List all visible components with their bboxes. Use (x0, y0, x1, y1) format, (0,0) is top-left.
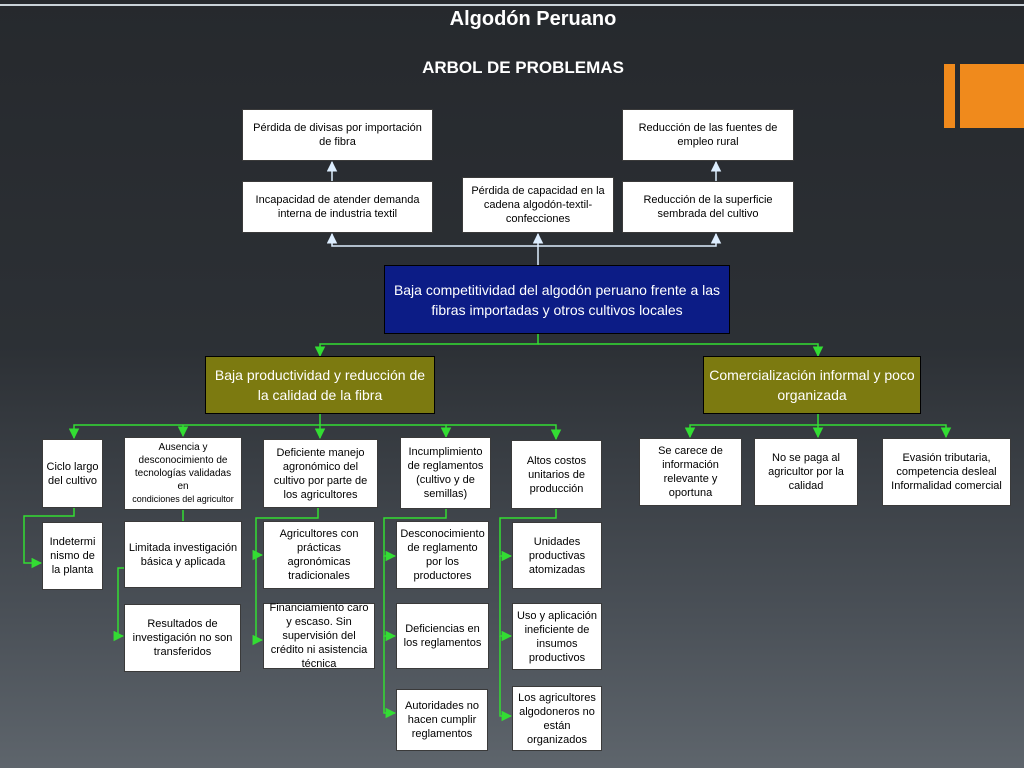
page-title: Algodón Peruano (449, 8, 617, 30)
top-divider-line (0, 4, 1024, 6)
subcause-limitada-investigacion: Limitada investigación básica y aplicada (124, 521, 242, 588)
cause-ausencia-line1: Ausencia y desconocimiento de tecnología… (134, 442, 232, 492)
branch-comercializacion: Comercialización informal y poco organiz… (703, 356, 921, 414)
subcause-indeterminismo: Indetermi nismo de la planta (42, 522, 103, 590)
subcause-practicas-tradicionales: Agricultores con prácticas agronómicas t… (263, 521, 375, 589)
cause-no-se-paga: No se paga al agricultor por la calidad (754, 438, 858, 506)
cause-altos-costos: Altos costos unitarios de producción (511, 440, 602, 509)
cause-ausencia-tecnologias: Ausencia y desconocimiento de tecnología… (124, 437, 242, 510)
connector-incumplimiento-sub2 (383, 556, 397, 642)
connector-core-branches (314, 334, 539, 358)
effect-reduccion-superficie: Reducción de la superficie sembrada del … (622, 181, 794, 233)
subcause-resultados-investigacion: Resultados de investigación no son trans… (124, 604, 241, 672)
connector-ciclo-sub (23, 508, 75, 569)
cause-ciclo-largo: Ciclo largo del cultivo (42, 439, 103, 508)
cause-ausencia-line2: condiciones del agricultor (132, 494, 234, 504)
connector-costos-sub (499, 509, 557, 562)
connector-evasion (818, 424, 952, 439)
accent-square (960, 64, 1024, 128)
arrow-core-to-superficie (538, 232, 722, 247)
effect-perdida-divisas: Pérdida de divisas por importación de fi… (242, 109, 433, 161)
connector-manejo-sub (252, 508, 319, 561)
subcause-unidades-atomizadas: Unidades productivas atomizadas (512, 522, 602, 589)
effect-incapacidad-demanda: Incapacidad de atender demanda interna d… (242, 181, 433, 233)
connector-incumplimiento-sub3 (383, 636, 397, 719)
subcause-autoridades: Autoridades no hacen cumplir reglamentos (396, 689, 488, 751)
connector-incumplimiento (320, 424, 452, 439)
connector-costos-sub2 (499, 556, 513, 642)
diagram-subtitle: ARBOL DE PROBLEMAS (422, 58, 624, 77)
connector-productividad-causes (68, 414, 321, 440)
subcause-desconocimiento-reglamento: Desconocimiento de reglamento por los pr… (396, 521, 489, 589)
arrow-core-to-effects (326, 232, 539, 265)
connector-costos (446, 424, 562, 441)
subcause-uso-insumos: Uso y aplicación ineficiente de insumos … (512, 603, 602, 670)
effect-reduccion-empleo: Reducción de las fuentes de empleo rural (622, 109, 794, 161)
cause-carece-informacion: Se carece de información relevante y opo… (639, 438, 742, 506)
cause-evasion-tributaria: Evasión tributaria, competencia desleal … (882, 438, 1011, 506)
effect-perdida-capacidad: Pérdida de capacidad en la cadena algodó… (462, 177, 614, 233)
cause-incumplimiento: Incumplimiento de reglamentos (cultivo y… (400, 437, 491, 509)
subcause-no-organizados: Los agricultores algodoneros no están or… (512, 686, 602, 751)
subcause-deficiencias-reglamentos: Deficiencias en los reglamentos (396, 603, 489, 669)
subcause-financiamiento: Financiamiento caro y escaso. Sin superv… (263, 602, 375, 670)
core-problem: Baja competitividad del algodón peruano … (384, 265, 730, 334)
connector-incumplimiento-sub (383, 509, 447, 562)
cause-deficiente-manejo: Deficiente manejo agronómico del cultivo… (263, 439, 378, 508)
connector-core-comercializacion (538, 343, 824, 358)
branch-productividad: Baja productividad y reducción de la cal… (205, 356, 435, 414)
accent-bar-thin (944, 64, 955, 128)
connector-comercializacion-causes (684, 414, 819, 439)
connector-costos-sub3 (499, 636, 513, 722)
connector-manejo-sub2 (252, 555, 264, 646)
